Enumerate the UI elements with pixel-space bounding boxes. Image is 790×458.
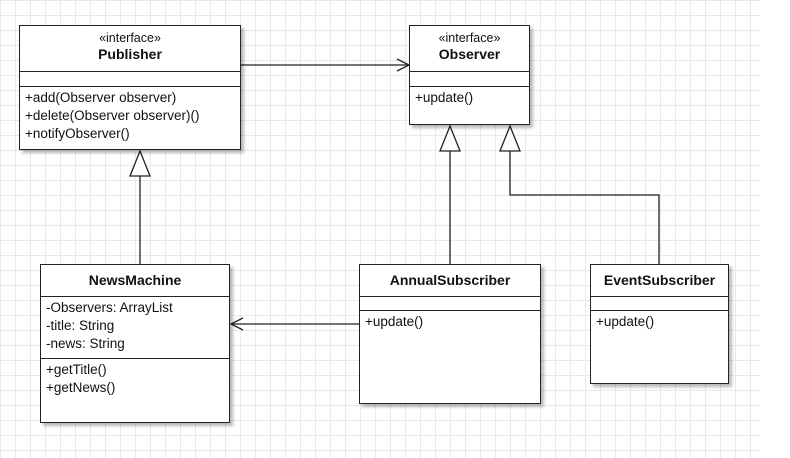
newsmachine-publisher-triangle bbox=[129, 149, 151, 177]
observer-name: Observer bbox=[438, 46, 501, 62]
eventsubscriber-header: EventSubscriber bbox=[591, 265, 728, 296]
event-observer-realization-line bbox=[509, 151, 660, 264]
publisher-stereotype: «interface» bbox=[99, 31, 161, 45]
publisher-class[interactable]: «interface» Publisher +add(Observer obse… bbox=[19, 25, 241, 150]
publisher-operation: +add(Observer observer) bbox=[25, 90, 177, 105]
observer-class[interactable]: «interface» Observer +update() bbox=[409, 25, 530, 125]
newsmachine-attribute: -Observers: ArrayList bbox=[46, 300, 173, 315]
diagram-canvas: «interface» Publisher +add(Observer obse… bbox=[0, 0, 760, 458]
annual-observer-triangle bbox=[439, 124, 461, 152]
annualsubscriber-operations-compartment: +update() bbox=[360, 310, 540, 331]
newsmachine-operation: +getTitle() bbox=[46, 362, 107, 377]
newsmachine-attribute: -news: String bbox=[46, 336, 125, 351]
event-observer-triangle bbox=[499, 124, 521, 152]
observer-operations-compartment: +update() bbox=[410, 86, 529, 107]
observer-stereotype: «interface» bbox=[438, 31, 501, 45]
newsmachine-name: NewsMachine bbox=[88, 272, 182, 288]
publisher-name: Publisher bbox=[98, 46, 162, 62]
newsmachine-operations-compartment: +getTitle() +getNews() bbox=[41, 358, 229, 397]
eventsubscriber-name: EventSubscriber bbox=[603, 272, 716, 288]
newsmachine-attributes-compartment: -Observers: ArrayList -title: String -ne… bbox=[41, 296, 229, 358]
newsmachine-header: NewsMachine bbox=[41, 265, 229, 296]
eventsubscriber-class[interactable]: EventSubscriber +update() bbox=[590, 264, 729, 384]
newsmachine-class[interactable]: NewsMachine -Observers: ArrayList -title… bbox=[40, 264, 230, 423]
eventsubscriber-operation: +update() bbox=[596, 314, 655, 329]
observer-attributes-compartment bbox=[410, 71, 529, 86]
annual-newsmachine-arrowhead bbox=[229, 317, 244, 331]
publisher-operations-compartment: +add(Observer observer) +delete(Observer… bbox=[20, 86, 240, 143]
annualsubscriber-header: AnnualSubscriber bbox=[360, 265, 540, 296]
connectors-layer bbox=[129, 58, 660, 331]
observer-operation: +update() bbox=[415, 90, 474, 105]
publisher-operation: +delete(Observer observer)() bbox=[25, 108, 200, 123]
annualsubscriber-class[interactable]: AnnualSubscriber +update() bbox=[359, 264, 541, 404]
publisher-operation: +notifyObserver() bbox=[25, 126, 130, 141]
newsmachine-operation: +getNews() bbox=[46, 380, 116, 395]
publisher-header: «interface» Publisher bbox=[20, 26, 240, 71]
annualsubscriber-name: AnnualSubscriber bbox=[389, 272, 511, 288]
newsmachine-attribute: -title: String bbox=[46, 318, 115, 333]
observer-header: «interface» Observer bbox=[410, 26, 529, 71]
annualsubscriber-operation: +update() bbox=[365, 314, 424, 329]
annualsubscriber-attributes-compartment bbox=[360, 296, 540, 310]
publisher-attributes-compartment bbox=[20, 71, 240, 86]
eventsubscriber-attributes-compartment bbox=[591, 296, 728, 310]
eventsubscriber-operations-compartment: +update() bbox=[591, 310, 728, 331]
